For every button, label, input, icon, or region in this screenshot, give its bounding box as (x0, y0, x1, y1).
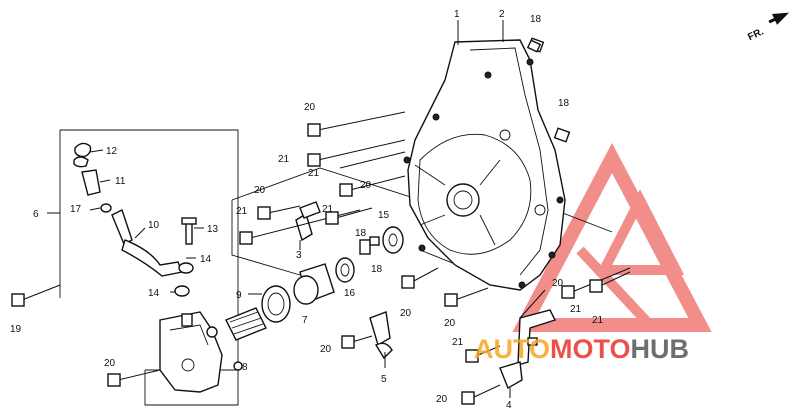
callout-3: 3 (296, 250, 302, 261)
callout-21f: 21 (592, 315, 604, 326)
front-direction-label: FR. (746, 26, 765, 43)
callout-15: 15 (378, 210, 390, 221)
front-direction-arrow-icon (768, 12, 790, 25)
callout-5: 5 (381, 374, 387, 385)
callout-13: 13 (207, 224, 219, 235)
seal-bearing-group (225, 226, 404, 341)
callout-19: 19 (10, 324, 22, 335)
switch-assembly (73, 142, 197, 297)
callout-20c: 20 (360, 180, 372, 191)
callout-6: 6 (33, 209, 39, 220)
callout-10: 10 (148, 220, 160, 231)
callout-20i: 20 (552, 278, 564, 289)
callout-20a: 20 (304, 102, 316, 113)
callout-20h: 20 (436, 394, 448, 405)
callout-2: 2 (499, 9, 505, 20)
watermark-auto: AUTO (474, 334, 550, 364)
watermark-hub: HUB (631, 334, 690, 364)
callout-4: 4 (506, 400, 512, 410)
callout-14a: 14 (200, 254, 212, 265)
callout-16: 16 (344, 288, 356, 299)
callout-18b: 18 (558, 98, 570, 109)
callout-21g: 21 (452, 337, 464, 348)
callout-20g: 20 (104, 358, 116, 369)
main-cover-assembly (403, 37, 571, 291)
clip-parts (295, 201, 393, 360)
svg-text:AUTOMOTOHUB: AUTOMOTOHUB (474, 334, 689, 364)
watermark-logo-icon (512, 142, 712, 332)
callout-11: 11 (115, 176, 126, 187)
callout-21e: 21 (570, 304, 582, 315)
callout-18a: 18 (530, 14, 542, 25)
callout-20d: 20 (400, 308, 412, 319)
watermark-moto: MOTO (550, 334, 631, 364)
callout-14b: 14 (148, 288, 160, 299)
bolts (11, 39, 631, 405)
callout-20b: 20 (254, 185, 266, 196)
callout-21d: 21 (322, 204, 334, 215)
callout-17: 17 (70, 204, 82, 215)
callout-21b: 21 (308, 168, 320, 179)
callout-7: 7 (302, 315, 308, 326)
leader-lines (47, 20, 511, 398)
callout-18c: 18 (355, 228, 367, 239)
callout-20f: 20 (320, 344, 332, 355)
body-part-8 (159, 311, 243, 393)
bracket-part-4 (499, 289, 556, 390)
callout-21a: 21 (278, 154, 290, 165)
callout-20e: 20 (444, 318, 456, 329)
callout-1: 1 (454, 9, 460, 20)
callout-8: 8 (242, 362, 248, 373)
callout-12: 12 (106, 146, 118, 157)
callout-21c: 21 (236, 206, 248, 217)
callout-18d: 18 (371, 264, 383, 275)
callout-9: 9 (236, 290, 242, 301)
watermark-text: AUTOMOTOHUB (474, 334, 689, 364)
callout-labels: 1 2 3 4 5 6 7 8 9 10 11 12 13 14 14 15 1… (10, 9, 604, 410)
